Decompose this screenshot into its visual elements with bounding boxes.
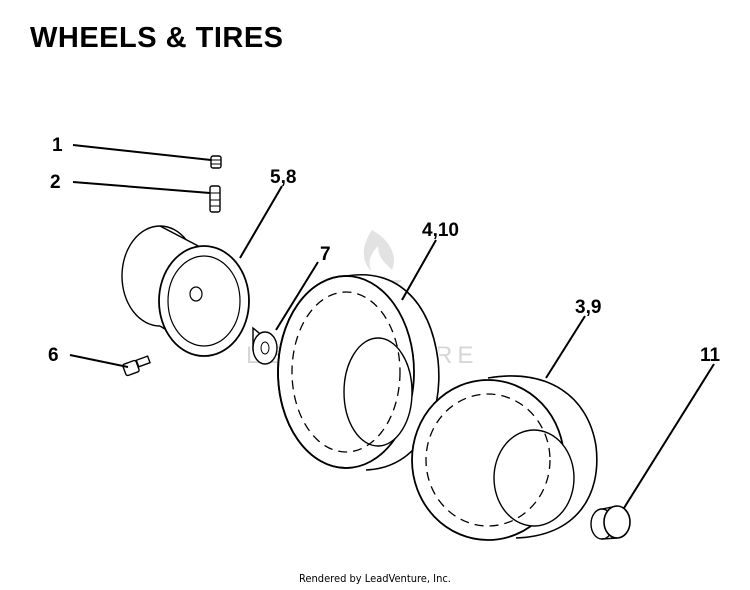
rendered-by-footer: Rendered by LeadVenture, Inc. — [299, 572, 451, 585]
callout-5-8[interactable]: 5,8 — [270, 167, 296, 188]
hub-cap-part[interactable] — [590, 505, 631, 540]
diagram-title: WHEELS & TIRES — [30, 22, 284, 54]
callout-6[interactable]: 6 — [48, 345, 59, 366]
callout-4-10[interactable]: 4,10 — [422, 220, 459, 241]
callout-1[interactable]: 1 — [52, 135, 63, 156]
rear-tire-part[interactable] — [411, 375, 599, 541]
front-tire-part[interactable] — [277, 274, 441, 472]
callout-11[interactable]: 11 — [700, 345, 721, 366]
callout-3-9[interactable]: 3,9 — [575, 297, 601, 318]
leader-lines — [69, 144, 715, 509]
wheel-bolt-part[interactable] — [122, 355, 151, 377]
valve-stem-part[interactable] — [209, 185, 221, 213]
wheel-rim-part[interactable] — [121, 225, 250, 357]
callout-7[interactable]: 7 — [320, 244, 331, 265]
callout-2[interactable]: 2 — [50, 172, 61, 193]
valve-cap-part[interactable] — [210, 155, 222, 169]
bushing-part[interactable] — [252, 326, 278, 365]
